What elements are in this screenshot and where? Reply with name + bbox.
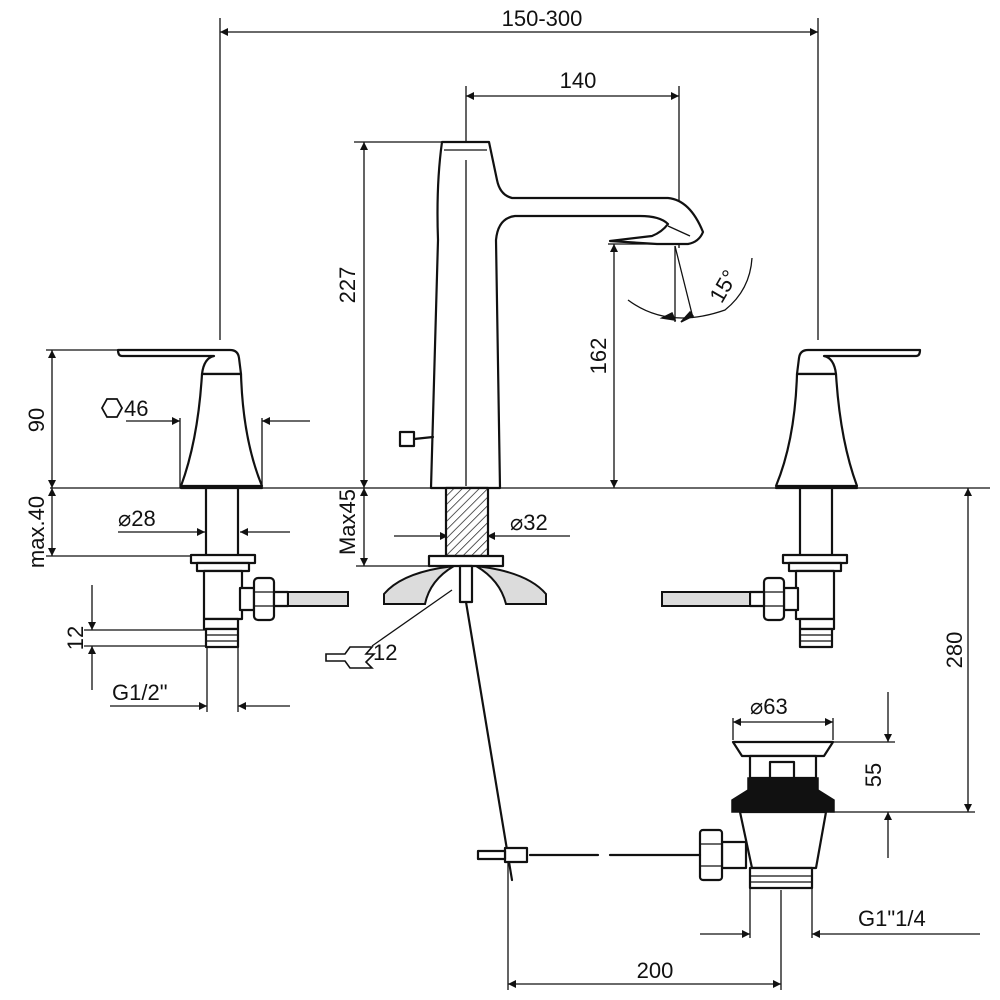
right-handle-valve — [661, 348, 922, 649]
dim-side-shank: ⌀28 — [118, 506, 290, 536]
dim-drain-height-label: 55 — [861, 763, 886, 787]
drain-assembly — [476, 740, 835, 890]
dim-drain-flange-label: ⌀63 — [750, 694, 788, 719]
dim-spout-height: 162 — [586, 243, 655, 488]
dim-spout-angle-label: 15° — [704, 266, 742, 307]
dim-spout-reach-label: 140 — [560, 68, 597, 93]
dim-handle-height-label: 90 — [24, 408, 49, 432]
dim-deck-side: max.40 — [24, 488, 205, 568]
dim-overall-height-label: 227 — [335, 267, 360, 304]
dim-side-thread: G1/2" — [110, 646, 290, 712]
dim-spout-angle: 15° — [627, 245, 753, 323]
dim-hex: 46 — [100, 396, 310, 488]
dim-spread: 150-300 — [219, 6, 819, 340]
dim-rod-distance-label: 200 — [637, 958, 674, 983]
dim-drain-thread: G1"1/4 — [700, 884, 980, 938]
dim-connector: 12 — [63, 585, 210, 690]
dim-drain-thread-label: G1"1/4 — [858, 906, 926, 931]
dim-rod-distance: 200 — [507, 862, 782, 990]
dim-spread-label: 150-300 — [502, 6, 583, 31]
dim-handle-height: 90 — [24, 349, 210, 488]
dim-drain-height: 55 — [822, 692, 895, 858]
wrench-icon — [325, 646, 376, 669]
dim-drain-depth-label: 280 — [942, 632, 967, 669]
dim-side-shank-label: ⌀28 — [118, 506, 156, 531]
left-handle-valve — [116, 348, 349, 649]
hexagon-icon — [100, 398, 124, 418]
dim-deck-center-label: Max45 — [335, 489, 360, 555]
dim-side-thread-label: G1/2" — [112, 680, 168, 705]
dim-wrench-label: 12 — [373, 640, 397, 665]
dim-spout-height-label: 162 — [586, 338, 611, 375]
dim-center-shank: ⌀32 — [394, 510, 570, 540]
dim-center-shank-label: ⌀32 — [510, 510, 548, 535]
dim-overall-height: 227 — [335, 141, 445, 488]
dim-wrench: 12 — [325, 589, 453, 669]
dim-hex-label: 46 — [124, 396, 148, 421]
dim-deck-center: Max45 — [335, 488, 430, 567]
center-spout — [383, 140, 705, 882]
dim-drain-depth: 280 — [830, 488, 975, 813]
dim-drain-flange: ⌀63 — [732, 694, 834, 740]
dim-connector-label: 12 — [63, 626, 88, 650]
dim-deck-side-label: max.40 — [24, 496, 49, 568]
